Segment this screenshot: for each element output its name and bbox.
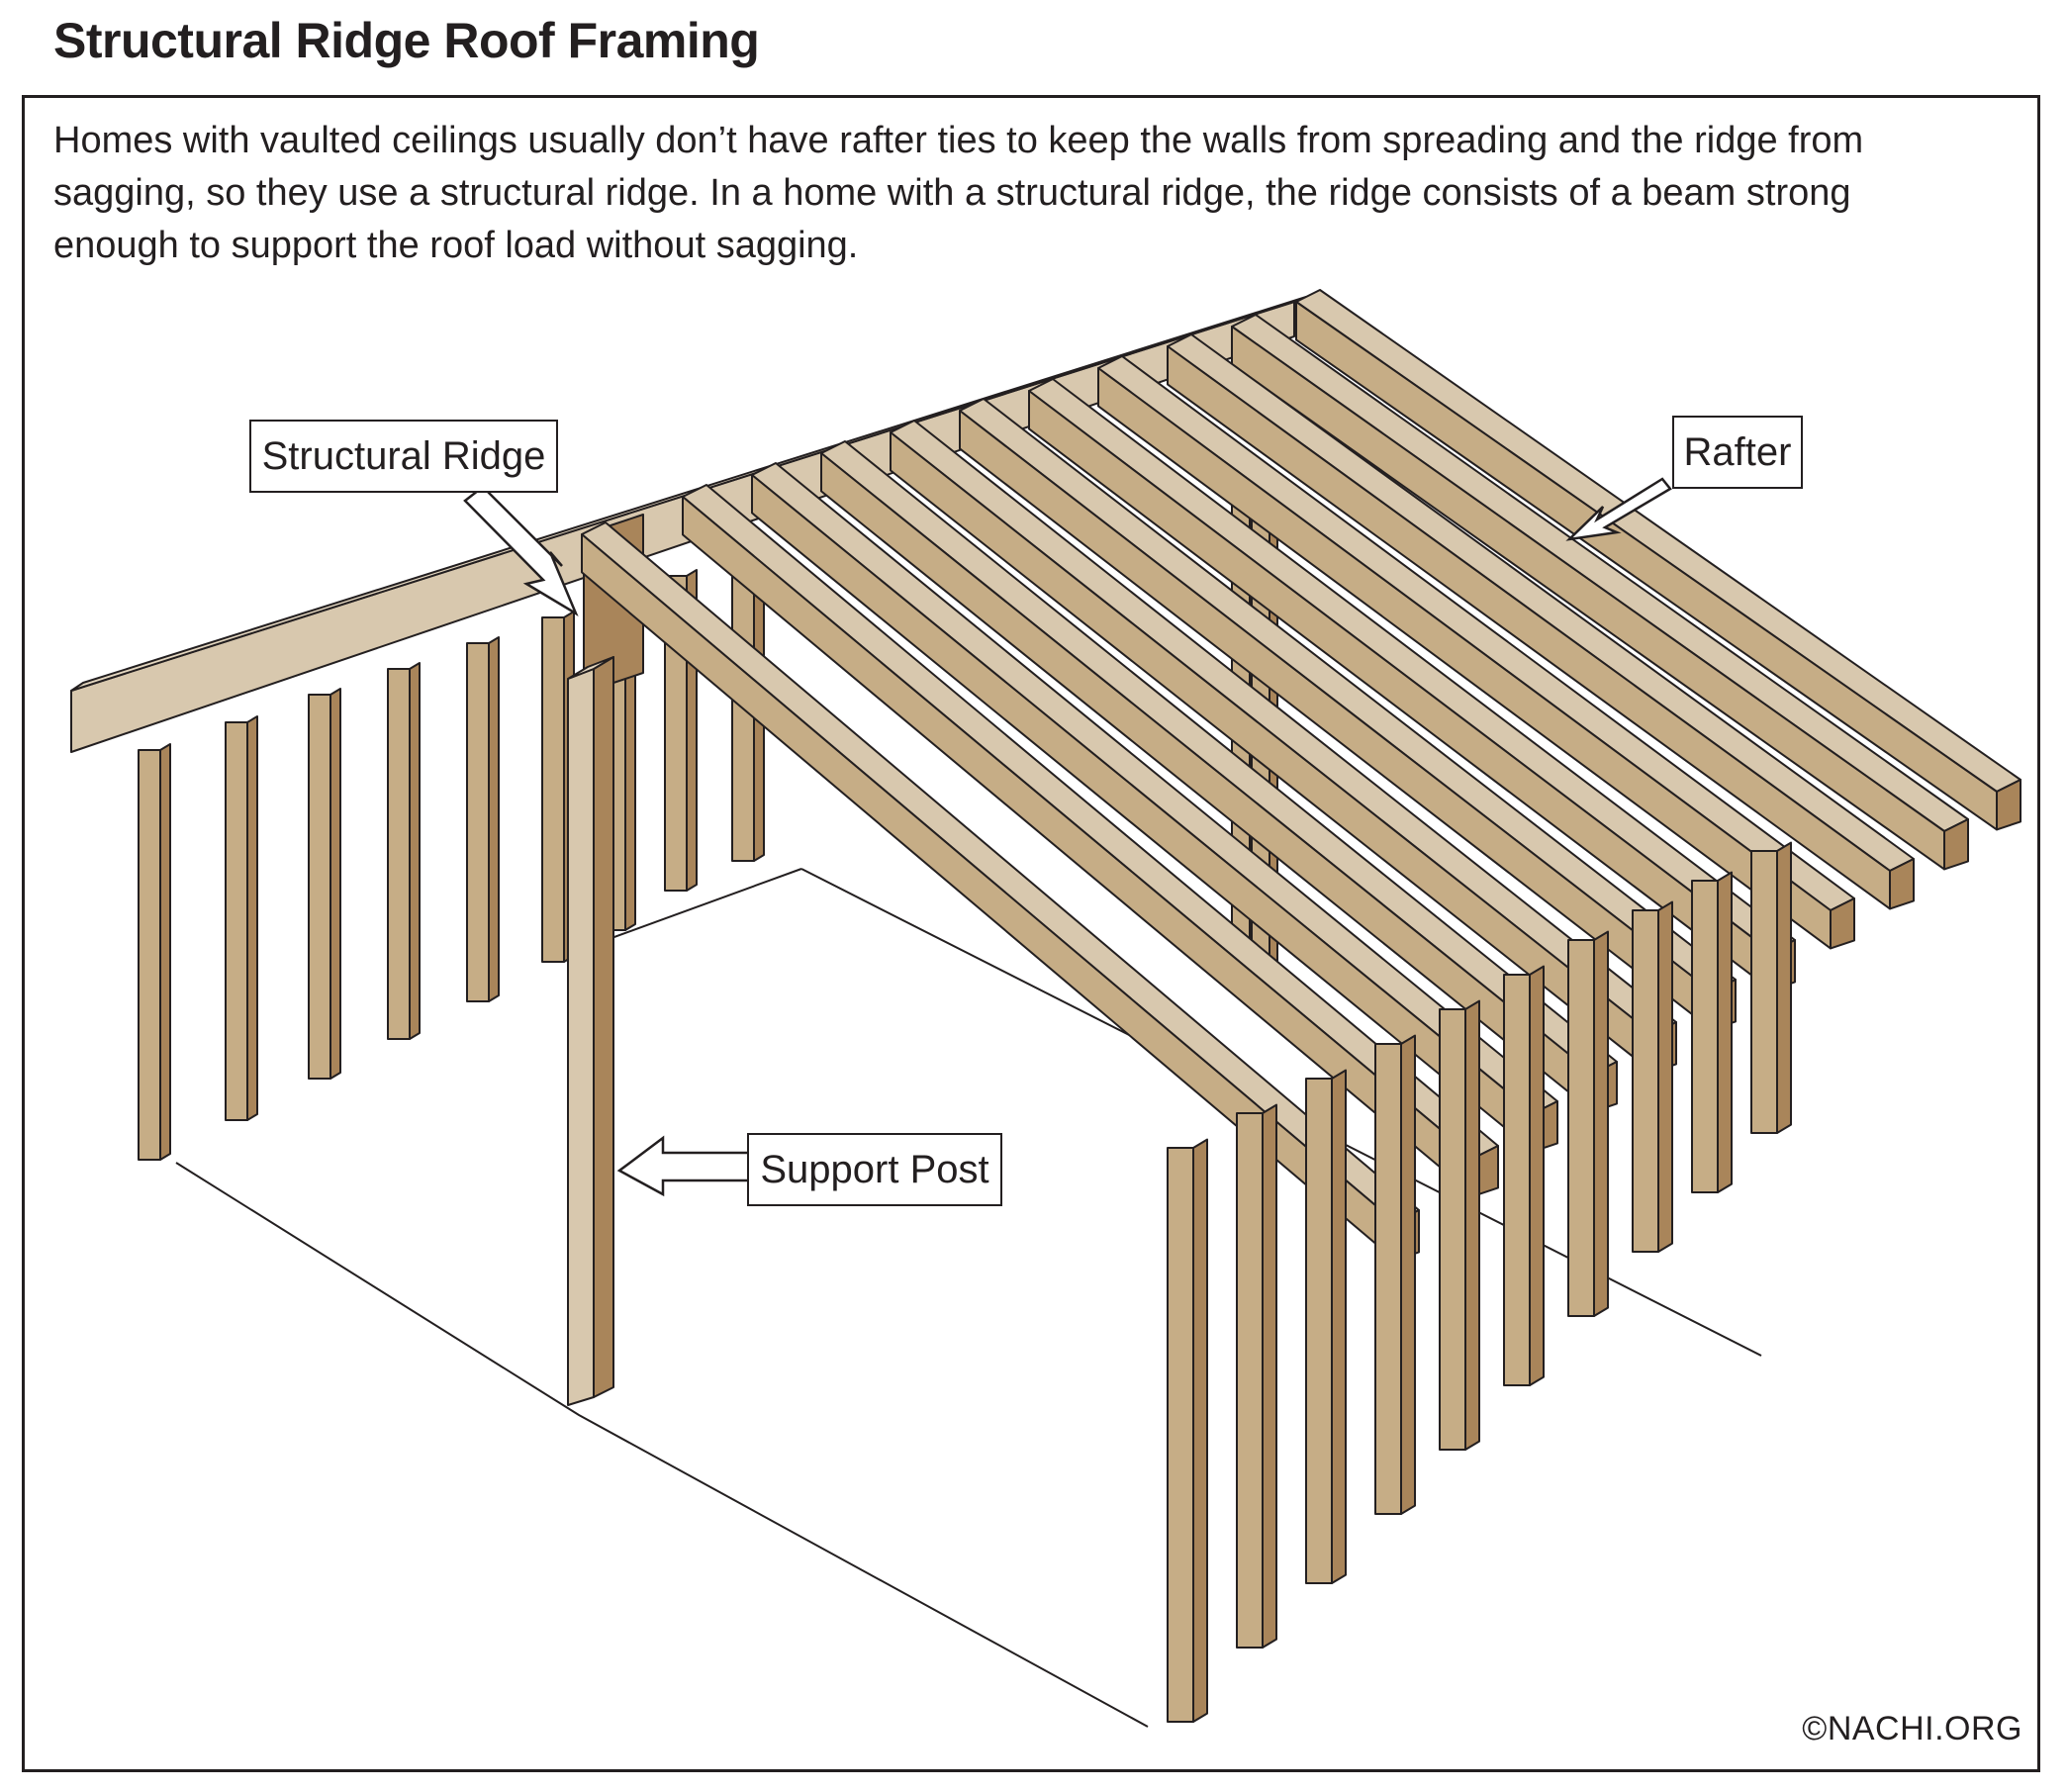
left-stud-4-side <box>409 662 421 1040</box>
left-stud-5-side <box>488 636 500 1002</box>
left-stud-5-face <box>466 642 490 1002</box>
front-stud-2-face <box>1236 1112 1264 1649</box>
front-stud-1 <box>1167 1138 1208 1723</box>
rafter-2-end <box>1943 818 1969 871</box>
front-stud-9 <box>1691 871 1733 1193</box>
structural-ridge-arrow <box>463 485 579 617</box>
left-stud-3-face <box>308 694 331 1080</box>
support-post-label: Support Post <box>747 1133 1002 1206</box>
left-stud-2 <box>225 715 258 1121</box>
front-stud-3-side <box>1331 1069 1347 1584</box>
callout-arrows <box>463 477 1672 1197</box>
rafter-2 <box>1231 314 1969 871</box>
front-stud-7-face <box>1567 939 1595 1317</box>
front-stud-9-face <box>1691 880 1719 1193</box>
front-stud-7 <box>1567 930 1609 1317</box>
front-stud-8 <box>1632 900 1673 1253</box>
front-stud-10 <box>1750 841 1792 1134</box>
front-stud-8-side <box>1657 900 1673 1253</box>
left-stud-5 <box>466 636 500 1002</box>
front-stud-1-side <box>1192 1138 1208 1723</box>
left-stud-3-side <box>329 688 341 1080</box>
rafter-3 <box>1167 333 1915 910</box>
front-stud-5 <box>1439 999 1480 1451</box>
left-stud-4-face <box>387 668 411 1040</box>
front-stud-6 <box>1503 965 1545 1386</box>
post-side-face <box>593 656 614 1398</box>
rafter-4 <box>1097 355 1855 950</box>
left-stud-4 <box>387 662 421 1040</box>
front-stud-6-side <box>1529 965 1545 1386</box>
diagram-title: Structural Ridge Roof Framing <box>53 13 760 68</box>
front-stud-5-side <box>1464 999 1480 1451</box>
support-post <box>567 656 614 1406</box>
rafter-4-end <box>1830 897 1855 950</box>
front-stud-10-side <box>1776 841 1792 1134</box>
rafters <box>581 289 2021 1262</box>
copyright-notice: ©NACHI.ORG <box>1802 1710 2022 1747</box>
left-stud-1 <box>138 743 171 1161</box>
front-stud-3-face <box>1305 1078 1333 1584</box>
front-stud-9-side <box>1717 871 1733 1193</box>
front-stud-10-face <box>1750 850 1778 1134</box>
floor-line-left <box>175 1162 1149 1728</box>
rafter-1-end <box>1996 779 2021 831</box>
left-stud-2-face <box>225 721 248 1121</box>
front-wall-studs <box>1167 841 1792 1723</box>
left-stud-1-face <box>138 749 161 1161</box>
rafter-3-end <box>1889 858 1915 910</box>
front-stud-2-side <box>1262 1103 1277 1649</box>
left-stud-6-face <box>541 616 565 963</box>
front-stud-1-face <box>1167 1147 1194 1723</box>
front-stud-7-side <box>1593 930 1609 1317</box>
front-stud-4-side <box>1400 1034 1416 1515</box>
left-stud-1-side <box>159 743 171 1161</box>
front-stud-2 <box>1236 1103 1277 1649</box>
post-front-face <box>567 668 595 1406</box>
description-text: Homes with vaulted ceilings usually don’… <box>53 120 1864 266</box>
front-stud-8-face <box>1632 909 1659 1253</box>
rafter-1 <box>1295 289 2021 831</box>
front-stud-3 <box>1305 1069 1347 1584</box>
diagram-frame <box>22 95 2040 1772</box>
front-stud-4-face <box>1374 1043 1402 1515</box>
post-top-face <box>567 656 614 680</box>
rafter-label: Rafter <box>1672 416 1803 489</box>
rafter-arrow <box>1565 477 1672 541</box>
support-post-arrow <box>616 1135 752 1197</box>
front-stud-5-face <box>1439 1008 1466 1451</box>
left-stud-3 <box>308 688 341 1080</box>
floor-line-back-wall <box>578 868 802 951</box>
left-stud-2-side <box>246 715 258 1121</box>
structural-ridge-label: Structural Ridge <box>249 420 558 493</box>
rafter-10 <box>682 484 1499 1197</box>
front-stud-4 <box>1374 1034 1416 1515</box>
front-stud-6-face <box>1503 974 1531 1386</box>
rafter-8 <box>820 440 1618 1113</box>
